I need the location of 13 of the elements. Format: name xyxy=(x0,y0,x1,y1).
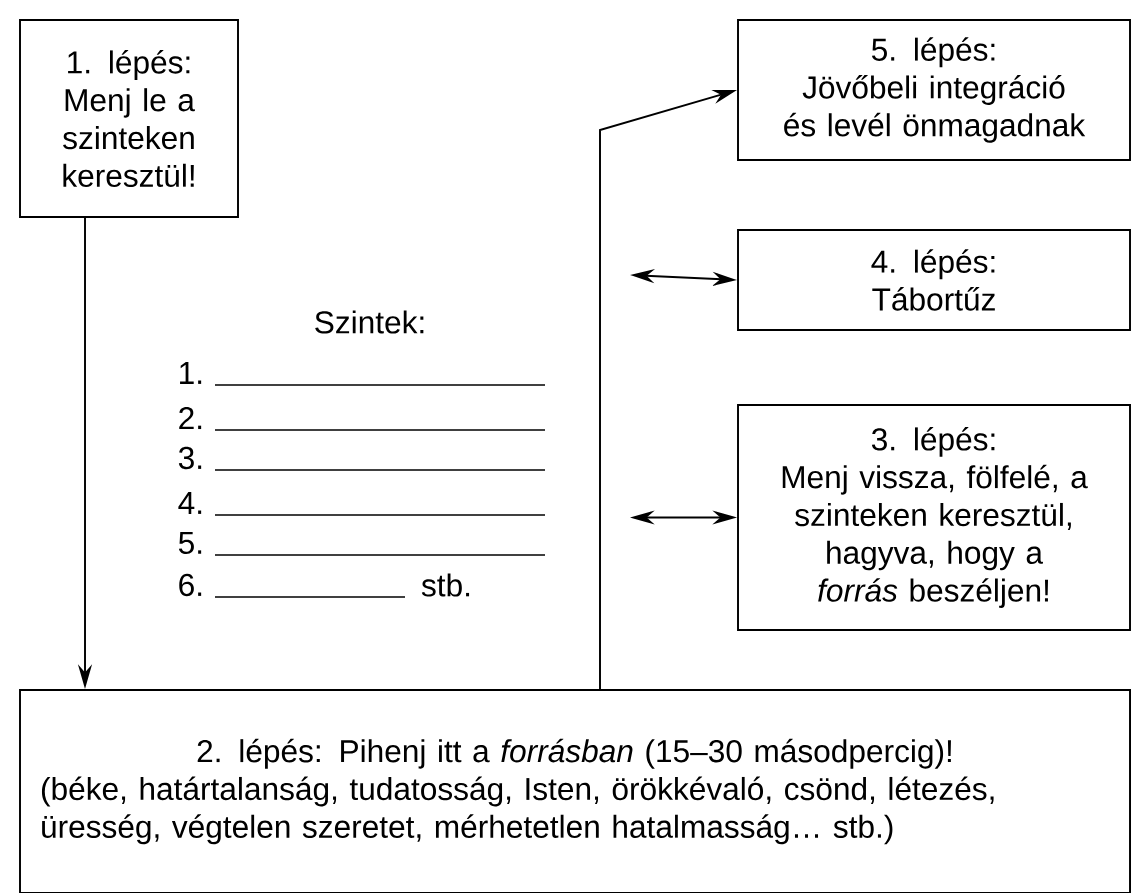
list-number: 5. xyxy=(178,531,202,555)
step-box: 1. lépés: Menj le a szinteken keresztül! xyxy=(19,19,239,218)
step-box: 2. lépés: Pihenj itt a forrásban (15–30 másodpercig)! (béke, határtalanság, tudatosság, Isten, örökkévaló, csönd, létezés, üresség, végtelen szeretet, mérhetetlen hatalmasság… stb.) xyxy=(19,689,1131,893)
step-box: 4. lépés: Tábortűz xyxy=(737,229,1131,331)
list-number: 2. xyxy=(179,406,202,430)
note-text: stb. xyxy=(421,573,470,597)
step-box: 3. lépés: Menj vissza, fölfelé, a szinteken keresztül, hagyva, hogy a forrás beszéljen! xyxy=(737,404,1131,631)
heading-text: Szintek: xyxy=(315,310,424,334)
list-number: 4. xyxy=(178,492,202,514)
list-number: 1. xyxy=(180,362,202,384)
list-number: 6. xyxy=(179,573,202,597)
list-number: 3. xyxy=(178,446,202,470)
step-box: 5. lépés: Jövőbeli integráció és levél önmagadnak xyxy=(737,19,1131,161)
